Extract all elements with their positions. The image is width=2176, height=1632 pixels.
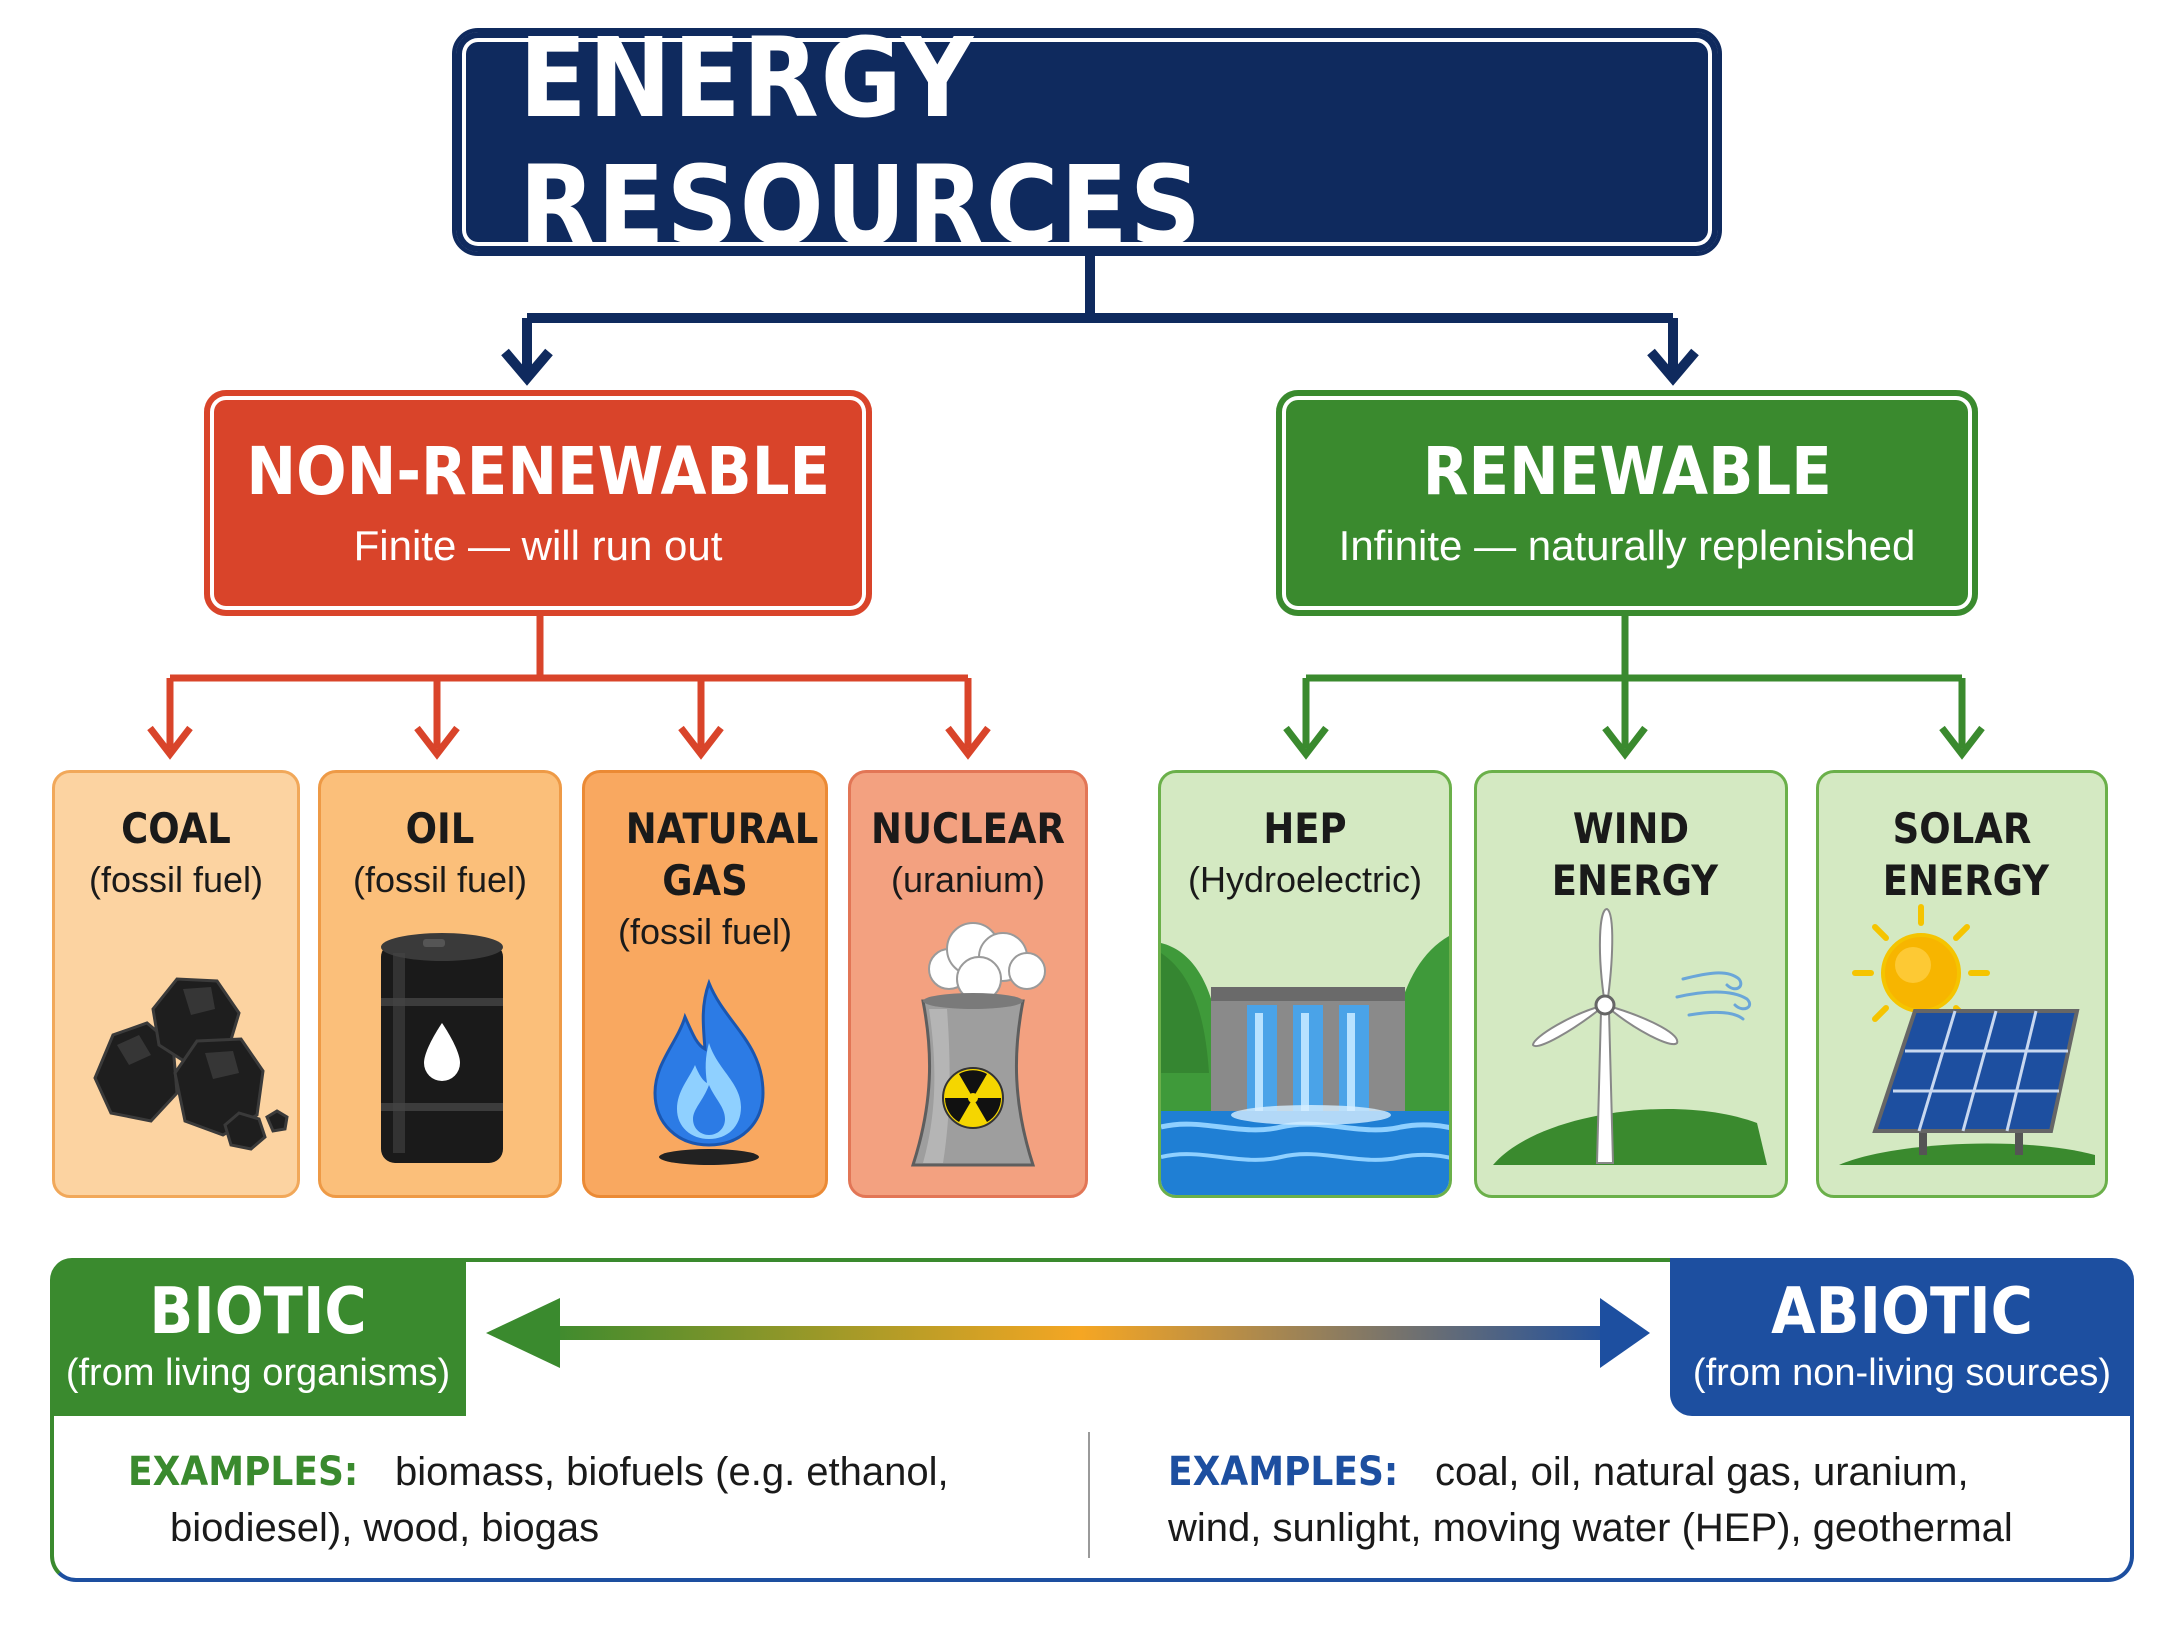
abiotic-examples-line1: coal, oil, natural gas, uranium, — [1434, 1450, 1969, 1494]
nuclear-label: NUCLEAR — [871, 804, 1065, 853]
biotic-examples-line2: biodiesel), wood, biogas — [170, 1506, 600, 1550]
abiotic-box: ABIOTIC (from non-living sources) — [1670, 1258, 2134, 1416]
biotic-examples-label: EXAMPLES: — [128, 1449, 359, 1495]
hep-label: HEP — [1263, 804, 1347, 853]
biotic-box: BIOTIC (from living organisms) — [50, 1258, 466, 1416]
resource-card-oil: OIL (fossil fuel) — [318, 770, 562, 1198]
page-title: ENERGY RESOURCES — [519, 14, 1203, 270]
biotic-examples: EXAMPLES: biomass, biofuels (e.g. ethano… — [128, 1444, 1048, 1556]
resource-card-hep: HEP (Hydroelectric) — [1158, 770, 1452, 1198]
hep-sublabel: (Hydroelectric) — [1187, 859, 1423, 900]
non-renewable-connector — [147, 616, 991, 760]
biotic-abiotic-panel — [50, 1258, 2134, 1582]
dam-icon — [1161, 936, 1449, 1195]
oil-sublabel: (fossil fuel) — [352, 859, 528, 900]
spectrum-arrow — [486, 1298, 1650, 1368]
biotic-examples-line1: biomass, biofuels (e.g. ethanol, — [394, 1450, 949, 1494]
solar-panel-icon — [1839, 904, 2095, 1165]
renewable-title: RENEWABLE — [1422, 432, 1832, 510]
natural-gas-sublabel: (fossil fuel) — [617, 911, 793, 952]
oil-label: OIL — [405, 804, 475, 853]
resource-card-solar: SOLAR ENERGY — [1816, 770, 2108, 1198]
coal-icon — [93, 977, 289, 1151]
solar-label: SOLAR ENERGY — [1882, 804, 2049, 905]
wind-label: WIND ENERGY — [1551, 804, 1718, 905]
abiotic-subtitle: (from non-living sources) — [1692, 1352, 2112, 1394]
resource-card-coal: COAL (fossil fuel) — [52, 770, 300, 1198]
renewable-connector — [1283, 616, 1985, 760]
resource-card-nuclear: NUCLEAR (uranium) — [848, 770, 1088, 1198]
oil-barrel-icon — [381, 933, 503, 1163]
abiotic-title: ABIOTIC — [1771, 1275, 2033, 1349]
resource-card-wind: WIND ENERGY — [1474, 770, 1788, 1198]
examples-divider — [1088, 1432, 1090, 1558]
title-box: ENERGY RESOURCES — [452, 14, 1722, 270]
coal-label: COAL — [121, 804, 231, 853]
wind-turbine-icon — [1493, 907, 1767, 1165]
gas-flame-icon — [653, 978, 765, 1165]
renewable-subtitle: Infinite — naturally replenished — [1338, 522, 1916, 570]
abiotic-examples: EXAMPLES: coal, oil, natural gas, uraniu… — [1168, 1444, 2108, 1556]
biotic-subtitle: (from living organisms) — [65, 1352, 451, 1394]
biotic-title: BIOTIC — [149, 1275, 367, 1349]
renewable-box: RENEWABLE Infinite — naturally replenish… — [1276, 390, 1978, 616]
cooling-tower-icon — [910, 922, 1046, 1167]
non-renewable-title: NON-RENEWABLE — [246, 432, 830, 510]
non-renewable-subtitle: Finite — will run out — [353, 522, 723, 570]
abiotic-examples-label: EXAMPLES: — [1168, 1449, 1399, 1495]
nuclear-sublabel: (uranium) — [890, 859, 1046, 900]
resource-card-natural-gas: NATURAL GAS (fossil fuel) — [582, 770, 828, 1198]
coal-sublabel: (fossil fuel) — [88, 859, 264, 900]
title-connector — [501, 256, 1699, 386]
abiotic-examples-line2: wind, sunlight, moving water (HEP), geot… — [1168, 1506, 2013, 1550]
non-renewable-box: NON-RENEWABLE Finite — will run out — [204, 390, 872, 616]
natural-gas-label: NATURAL GAS — [625, 804, 819, 905]
